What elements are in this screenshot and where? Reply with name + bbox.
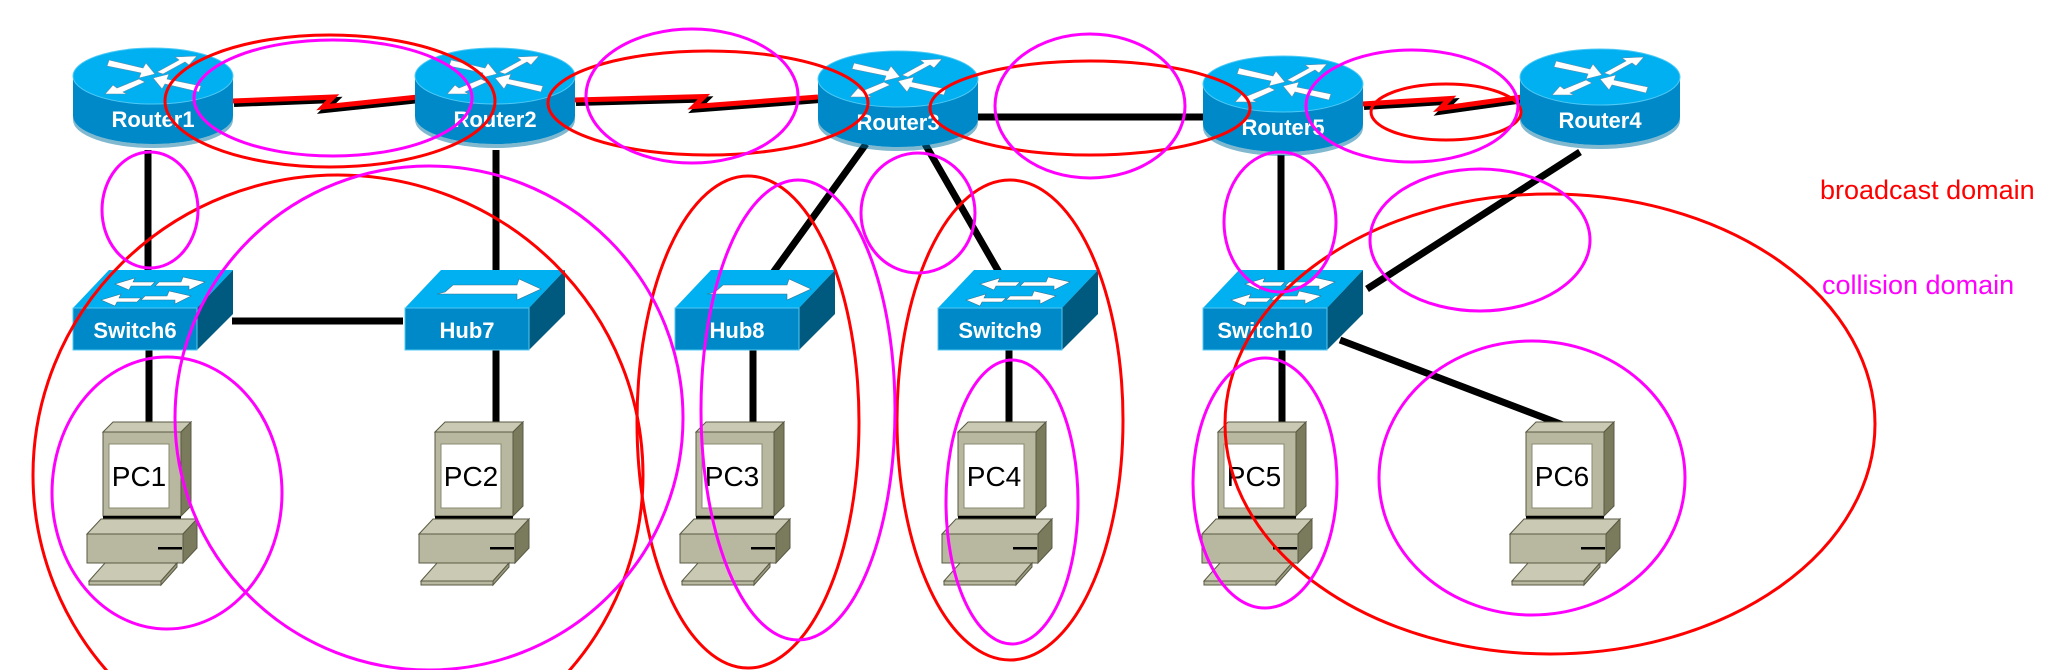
collision-domain-r4-s10 [1368,167,1592,313]
broadcast-domain-lan-right [1223,192,1877,656]
computer-icon [679,421,791,586]
router-label: Router1 [111,107,194,132]
collision-domain-hub7-domain [173,164,685,670]
collision-domain-s10-pc6 [1377,339,1687,617]
ethernet-link-r4-s10 [1365,149,1582,292]
ethernet-link-r3-s9 [921,142,1004,276]
collision-domain-r1-r2 [192,38,474,158]
router-router5[interactable]: Router5 [1202,55,1364,157]
legend-collision-domain: collision domain [1822,270,2014,300]
hub-label: Hub8 [710,318,765,343]
pc-label: PC3 [705,461,759,492]
collision-domain-r2-r3 [584,27,800,165]
collision-domain-r5-s10 [1222,150,1338,294]
router-icon [817,50,979,152]
router-icon [72,47,234,149]
pc-pc5[interactable]: PC5 [1201,421,1313,586]
broadcast-domain-lan-left [31,173,645,670]
pc-pc4[interactable]: PC4 [941,421,1053,586]
links-layer [144,93,1582,429]
switch-label: Switch6 [93,318,176,343]
pc-pc2[interactable]: PC2 [418,421,530,586]
legend-broadcast-domain: broadcast domain [1820,175,2035,205]
computer-icon [941,421,1053,586]
serial-link-r2-r3 [573,93,819,110]
devices-layer: Router1 Router2 Router3 Router5 Router4Switc… [72,47,1681,586]
broadcast-domain-r5-r4 [1369,82,1523,142]
pc-pc3[interactable]: PC3 [679,421,791,586]
pc-label: PC6 [1535,461,1589,492]
router-icon [1519,48,1681,150]
ethernet-link-r3-h8 [769,141,869,277]
router-router3[interactable]: Router3 [817,50,979,152]
broadcast-domain-r1-r2 [163,33,497,169]
computer-icon [418,421,530,586]
broadcast-domain-lan-hub8 [635,174,861,670]
switch-switch10[interactable]: Switch10 [1202,269,1364,351]
collision-domain-s6-pc1 [50,355,284,631]
computer-icon [1201,421,1313,586]
collision-domain-r3-r5 [993,32,1187,180]
switch-switch6[interactable]: Switch6 [72,269,234,351]
collision-domain-r1-s6 [100,150,200,270]
computer-icon [1509,421,1621,586]
router-label: Router2 [453,107,536,132]
pc-label: PC1 [112,461,166,492]
router-router1[interactable]: Router1 [72,47,234,149]
computer-icon [86,421,198,586]
pc-label: PC2 [444,461,498,492]
collision-domain-s10-pc5 [1191,356,1339,610]
router-label: Router3 [856,110,939,135]
serial-link-r1-r2 [231,94,419,111]
hub-label: Hub7 [440,318,495,343]
pc-pc1[interactable]: PC1 [86,421,198,586]
collision-domain-r3-s9 [859,151,977,275]
router-label: Router4 [1558,108,1642,133]
router-router4[interactable]: Router4 [1519,48,1681,150]
legend: broadcast domain collision domain [1820,175,2035,300]
broadcast-domain-r2-r3 [546,49,870,157]
domains-layer [31,27,1877,670]
switch-switch9[interactable]: Switch9 [937,269,1099,351]
router-icon [1202,55,1364,157]
switch-label: Switch10 [1217,318,1312,343]
pc-label: PC4 [967,461,1021,492]
pc-pc6[interactable]: PC6 [1509,421,1621,586]
serial-link-r5-r4 [1361,94,1523,113]
router-label: Router5 [1241,115,1324,140]
broadcast-domain-r3-r5 [928,59,1252,157]
collision-domain-s9-pc4 [944,358,1080,646]
hub-hub7[interactable]: Hub7 [404,269,566,351]
collision-domain-r5-r4 [1304,48,1520,164]
collision-domain-hub8-domain [699,178,897,642]
hub-hub8[interactable]: Hub8 [674,269,836,351]
ethernet-link-s10-pc6 [1338,336,1565,429]
switch-label: Switch9 [958,318,1041,343]
broadcast-domain-lan-switch9 [895,178,1125,662]
